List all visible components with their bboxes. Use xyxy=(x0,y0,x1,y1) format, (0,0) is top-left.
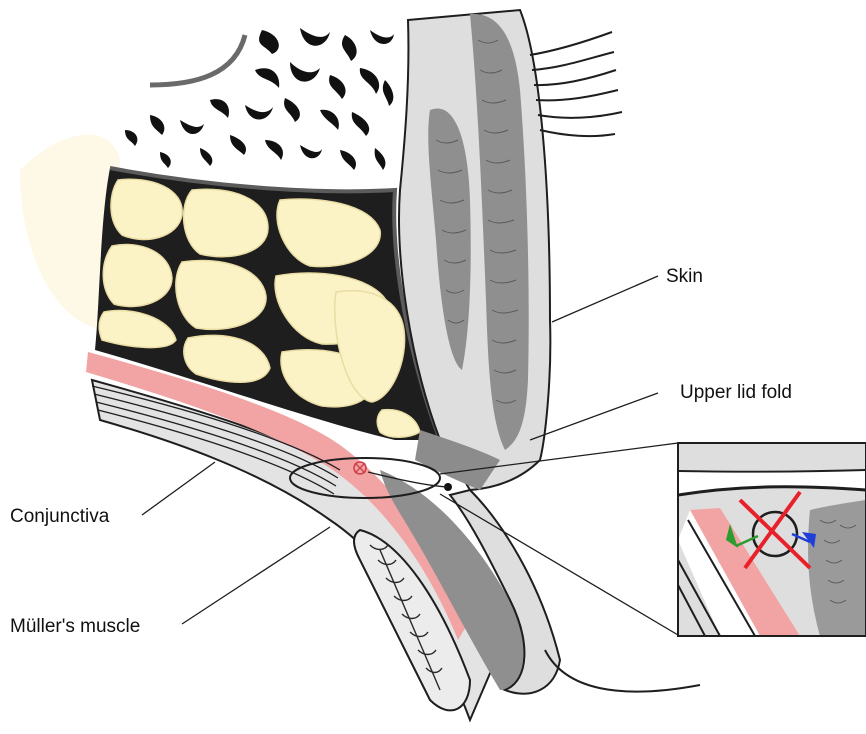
muller-leader xyxy=(182,527,330,624)
conjunctiva-leader xyxy=(142,462,215,515)
inset-zoom xyxy=(678,443,866,636)
label-conjunctiva: Conjunctiva xyxy=(10,506,110,527)
skin-leader xyxy=(552,276,658,322)
label-skin: Skin xyxy=(666,266,703,287)
label-upper-lid-fold: Upper lid fold xyxy=(680,382,792,403)
upper-lid-fold-leader xyxy=(530,393,658,440)
label-muller-muscle: Müller's muscle xyxy=(10,616,140,637)
eyelashes xyxy=(530,32,700,692)
orbital-bone xyxy=(120,25,403,198)
